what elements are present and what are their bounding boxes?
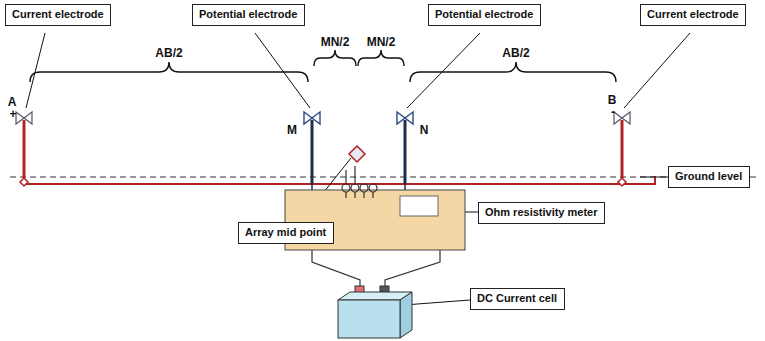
callout-box: DC Current cell [470,288,565,310]
callout-text: Potential electrode [435,8,534,21]
electrode-letter: A [8,96,17,108]
current-cable [24,176,655,184]
callout-text: Current electrode [647,8,739,21]
callout-text: Ohm resistivity meter [485,206,598,219]
polarity-sign: + [9,108,16,120]
ab2-brace [30,62,308,82]
callout-text: Potential electrode [199,8,298,21]
mid-point-marker [349,146,365,162]
callout-box: Potential electrode [192,4,305,26]
callout-box: Potential electrode [428,4,541,26]
current-electrode-a [16,112,32,186]
callout-text: Current electrode [12,8,104,21]
callout-box: Current electrode [640,4,746,26]
spacing-label: MN/2 [321,36,350,48]
potential-electrode-m [304,112,320,184]
electrode-letter: M [287,124,297,136]
electrode-letter: B [608,94,617,106]
spacing-label: MN/2 [367,36,396,48]
mn2-brace [358,50,404,66]
spacing-label: AB/2 [502,47,529,59]
spacing-label: AB/2 [155,47,182,59]
callout-box: Array mid point [238,222,334,244]
mn2-brace [314,50,356,66]
callout-box: Ohm resistivity meter [478,202,605,224]
current-electrode-b [614,112,630,186]
callout-box: Current electrode [5,4,111,26]
ab2-brace [410,62,616,82]
callout-box: Ground level [668,166,750,188]
polarity-sign: - [611,106,615,118]
callout-text: DC Current cell [477,292,558,305]
callout-text: Array mid point [245,226,327,239]
supply-wire [312,250,440,290]
dc-cell [338,286,412,338]
leader-line [26,33,690,305]
ground-line [10,176,760,177]
callout-text: Ground level [675,170,743,183]
electrode-letter: N [420,124,429,136]
potential-electrode-n [397,112,413,184]
